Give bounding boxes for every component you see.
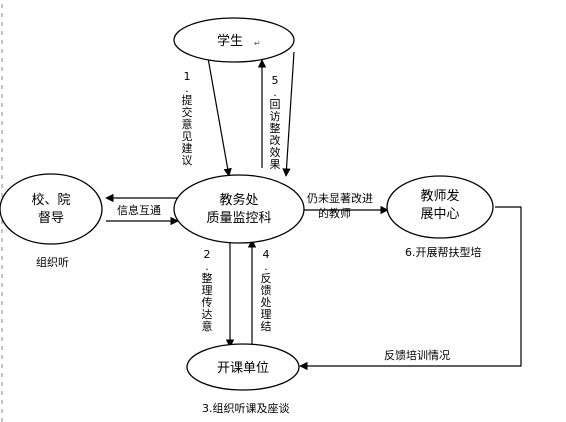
return-mark: ↵ [254, 39, 261, 48]
edge-organize-convey-label: 2.整理传达意 [202, 248, 213, 333]
node-center-line2: 展中心 [420, 207, 459, 222]
node-affairs-line1: 教务处 [219, 192, 258, 208]
arrow-student-to-affairs [207, 57, 232, 177]
arrow-student-down-right [282, 51, 295, 177]
annotation-organize-listen: 组织听 [36, 255, 69, 269]
node-school-supervisor: 校、院 督导 [0, 173, 103, 245]
annotation-assist-training: 6.开展帮扶型培 [405, 245, 482, 259]
node-teaching-unit: 开课单位 [186, 343, 300, 391]
node-supervisor-line1: 校、院 [31, 192, 70, 208]
node-supervisor-line2: 督导 [38, 211, 64, 226]
edge-feedback-results-label: 4.反馈处理结 [261, 248, 272, 333]
node-student: 学生 ↵ [173, 17, 295, 63]
edge-revisit-results-label: 5.回访整改效果 [270, 74, 281, 171]
annotation-organize-class-meeting: 3.组织听课及座谈 [202, 401, 290, 415]
edge-submit-suggestions-label: 1.提交意见建议 [182, 70, 193, 167]
edge-unimproved-line1: 仍未显著改进 [307, 191, 373, 205]
node-center-line1: 教师发 [420, 188, 459, 204]
node-academic-affairs: 教务处 质量监控科 [173, 174, 305, 244]
edge-unimproved-line2: 的教师 [318, 206, 351, 220]
node-unit-label: 开课单位 [217, 361, 269, 376]
node-student-label: 学生 [217, 33, 243, 49]
edge-info-exchange-label: 信息互通 [117, 203, 161, 217]
arrow-center-to-unit [299, 206, 522, 371]
node-affairs-line2: 质量监控科 [206, 211, 271, 226]
node-teacher-center: 教师发 展中心 [386, 175, 494, 239]
edge-feedback-training-label: 反馈培训情况 [384, 348, 450, 362]
